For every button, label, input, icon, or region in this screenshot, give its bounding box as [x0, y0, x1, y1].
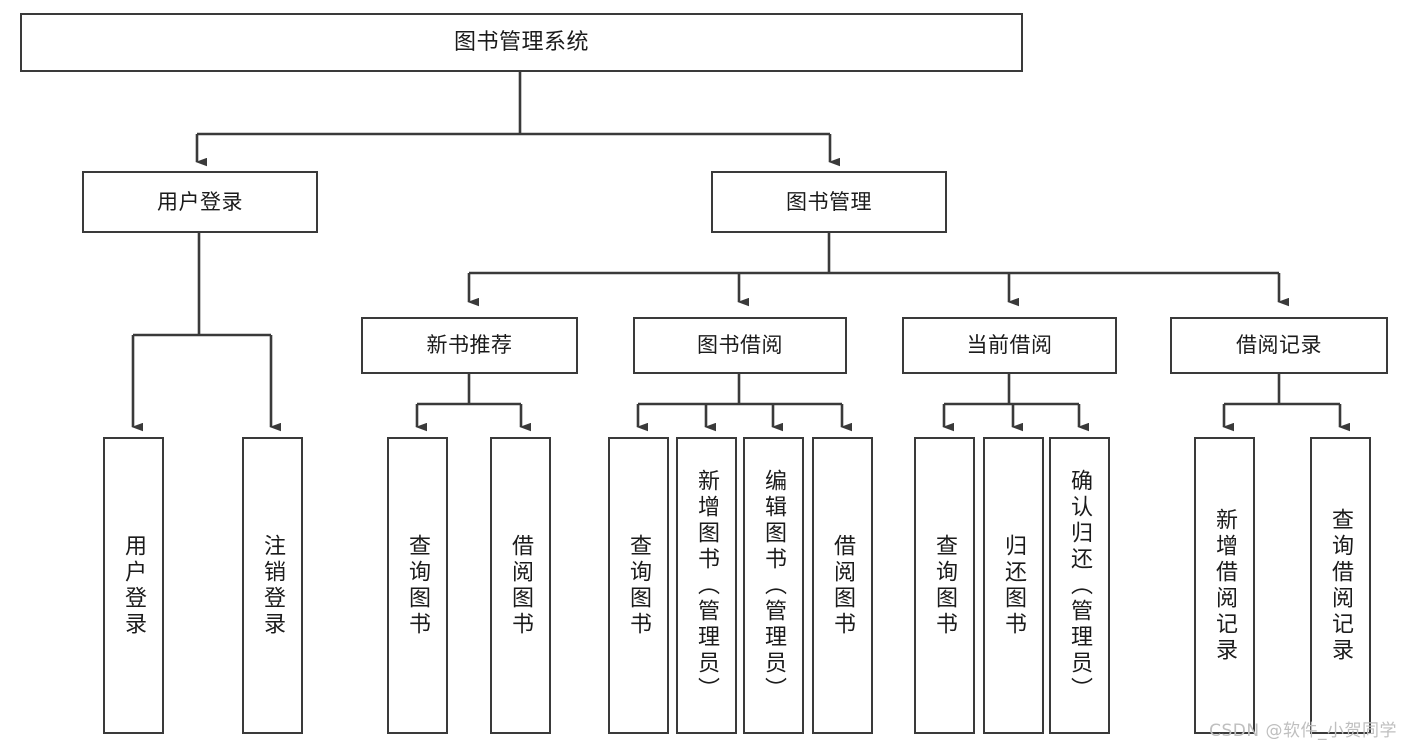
leaf-new-book-borrow-book[interactable]: 借阅图书 — [490, 437, 551, 734]
node-label: 确认归还（管理员） — [1067, 468, 1093, 703]
node-label: 借阅图书 — [830, 533, 856, 638]
node-label: 用户登录 — [157, 189, 243, 214]
node-borrow-record[interactable]: 借阅记录 — [1170, 317, 1388, 374]
node-label: 图书管理系统 — [453, 29, 589, 55]
node-book-management-system[interactable]: 图书管理系统 — [20, 13, 1023, 72]
watermark-text: CSDN @软件_小贺同学 — [1209, 721, 1397, 741]
node-label: 新书推荐 — [426, 333, 513, 358]
node-book-management[interactable]: 图书管理 — [711, 171, 947, 233]
node-user-login[interactable]: 用户登录 — [82, 171, 318, 233]
leaf-current-return-book[interactable]: 归还图书 — [983, 437, 1044, 734]
node-book-borrow[interactable]: 图书借阅 — [633, 317, 847, 374]
node-label: 查询借阅记录 — [1328, 507, 1354, 664]
leaf-current-query-book[interactable]: 查询图书 — [914, 437, 975, 734]
leaf-user-login[interactable]: 用户登录 — [103, 437, 164, 734]
node-label: 新增图书（管理员） — [694, 468, 720, 703]
node-current-borrow[interactable]: 当前借阅 — [902, 317, 1117, 374]
node-label: 查询图书 — [626, 533, 652, 638]
node-label: 归还图书 — [1001, 533, 1027, 638]
leaf-record-query-borrow-record[interactable]: 查询借阅记录 — [1310, 437, 1371, 734]
node-label: 注销登录 — [260, 533, 286, 638]
node-label: 查询图书 — [932, 533, 958, 638]
leaf-borrow-query-book[interactable]: 查询图书 — [608, 437, 669, 734]
node-label: 新增借阅记录 — [1212, 507, 1238, 664]
node-label: 图书借阅 — [697, 333, 783, 358]
leaf-borrow-borrow-book[interactable]: 借阅图书 — [812, 437, 873, 734]
leaf-borrow-add-book-admin[interactable]: 新增图书（管理员） — [676, 437, 737, 734]
leaf-current-confirm-return-admin[interactable]: 确认归还（管理员） — [1049, 437, 1110, 734]
node-label: 借阅记录 — [1236, 333, 1322, 358]
node-label: 借阅图书 — [508, 533, 534, 638]
node-new-book-recommend[interactable]: 新书推荐 — [361, 317, 578, 374]
node-label: 图书管理 — [786, 189, 872, 214]
leaf-logout[interactable]: 注销登录 — [242, 437, 303, 734]
leaf-record-add-borrow-record[interactable]: 新增借阅记录 — [1194, 437, 1255, 734]
leaf-new-book-query-book[interactable]: 查询图书 — [387, 437, 448, 734]
node-label: 当前借阅 — [966, 333, 1053, 358]
node-label: 查询图书 — [405, 533, 431, 638]
leaf-borrow-edit-book-admin[interactable]: 编辑图书（管理员） — [743, 437, 804, 734]
node-label: 用户登录 — [121, 533, 147, 638]
node-label: 编辑图书（管理员） — [761, 468, 787, 703]
